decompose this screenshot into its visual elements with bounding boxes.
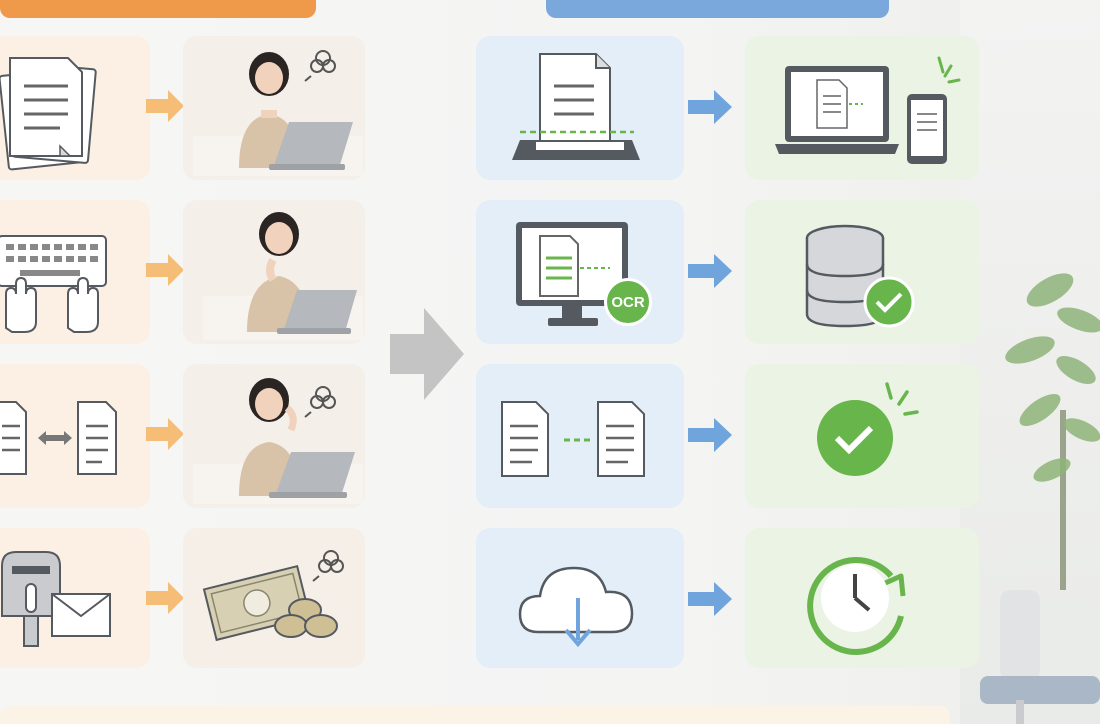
database-tile: [745, 200, 979, 344]
scanner-tile: [476, 36, 684, 180]
document-compare-tile: [0, 364, 150, 508]
bottom-strip: [0, 706, 950, 724]
laptop-phone-documents-icon: [775, 56, 961, 164]
clock-refresh-icon: [807, 556, 906, 655]
database-check-icon: [805, 224, 915, 328]
arrow-right-icon: [146, 254, 184, 286]
ocr-monitor-tile: OCR: [476, 200, 684, 344]
header-banner-after: [546, 0, 889, 18]
keyboard-typing-hands-icon: [0, 235, 107, 333]
person-confused-laptop: [183, 364, 365, 508]
keyboard-tile: [0, 200, 150, 344]
chair-decoration: [980, 590, 1100, 724]
ocr-badge: OCR: [604, 278, 652, 326]
arrow-right-icon: [146, 90, 184, 122]
cloud-tile: [476, 528, 684, 668]
person-photo-tile: [183, 364, 365, 508]
monitor-ocr-icon: [516, 222, 628, 326]
arrow-right-icon: [688, 90, 732, 124]
clock-tile: [745, 528, 979, 668]
document-scanner-icon: [512, 53, 640, 160]
devices-tile: [745, 36, 979, 180]
money-tile: [183, 528, 365, 668]
cloud-download-icon: [518, 566, 634, 648]
arrow-right-icon: [688, 418, 732, 452]
money-coins-icon: [202, 550, 344, 642]
header-banner-before: [0, 0, 316, 18]
arrow-right-icon: [146, 582, 184, 614]
mailbox-envelope-icon: [1, 551, 111, 647]
person-confused-laptop: [183, 36, 365, 180]
person-photo-tile: [183, 36, 365, 180]
arrow-right-icon: [688, 582, 732, 616]
check-tile: [745, 364, 979, 508]
mailbox-tile: [0, 528, 150, 668]
person-photo-tile: [183, 200, 365, 344]
arrow-right-icon: [146, 418, 184, 450]
ocr-label: OCR: [611, 293, 645, 311]
arrow-right-icon: [688, 254, 732, 288]
document-link-icon: [501, 401, 645, 477]
document-link-tile: [476, 364, 684, 508]
transition-arrow-icon: [390, 308, 464, 400]
check-circle-icon: [817, 382, 919, 476]
document-compare-icon: [0, 401, 117, 475]
paper-stack-tile: [0, 36, 150, 180]
plant-decoration: [1005, 273, 1100, 590]
person-thinking-laptop: [183, 200, 365, 344]
paper-stack-icon: [0, 57, 97, 171]
